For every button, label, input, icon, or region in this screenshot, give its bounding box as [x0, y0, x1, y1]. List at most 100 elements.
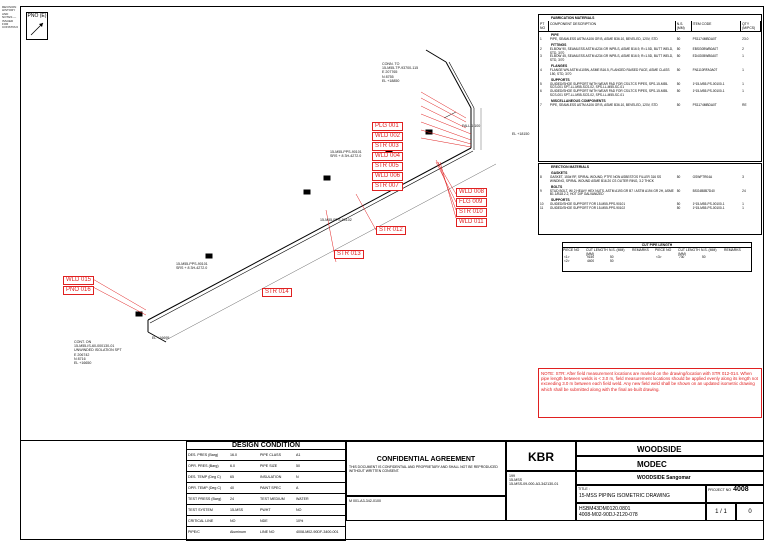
tag-wld-002[interactable]: WLD 002 [372, 132, 404, 141]
doc-no-cell: HSBM43DM0120.0801 4008-M02-90DJ-2120-078 [576, 503, 706, 521]
tag-wld-015[interactable]: WLD 015 [63, 276, 95, 285]
mto-cell: 3 [742, 175, 744, 179]
revision-no: 0 [736, 503, 764, 521]
cutlist-cell: <3> [656, 255, 662, 259]
mto-cell: 50 [676, 89, 681, 94]
cutlist-cell [678, 260, 701, 264]
mto-cell: 10 [540, 202, 544, 207]
confidential-title: CONFIDENTIAL AGREEMENT [376, 456, 476, 463]
tag-wld-011[interactable]: WLD 011 [456, 218, 488, 227]
tag-flg-009[interactable]: FLG 009 [456, 198, 488, 207]
mto-section-name: GASKETS [551, 171, 568, 175]
project-name: WOODSIDE Sangomar [637, 475, 691, 481]
tag-str-007[interactable]: STR 007 [372, 182, 404, 191]
mto-cell: PS1174MBDA0T [692, 102, 717, 107]
tag-str-010[interactable]: STR 010 [456, 208, 488, 217]
tag-str-003[interactable]: STR 003 [372, 142, 404, 151]
support-marker-1 [323, 175, 331, 181]
cutlist-cell [701, 260, 724, 264]
system-cell: 199 15-MSS 15-MSS-09-000-A3-342130-01 [506, 471, 576, 521]
mto-cell: 50 [676, 202, 681, 207]
tag-pno-016[interactable]: PNO 016 [63, 286, 95, 295]
design-cell: 65 [230, 475, 234, 479]
tag-wld-008[interactable]: WLD 008 [456, 188, 488, 197]
annotation-elevation-top: EL +18150 [512, 132, 530, 136]
cutlist-cell: <2> [564, 258, 570, 263]
mto-cell: 1 [742, 205, 744, 210]
design-cell: LINE NO [260, 530, 275, 534]
design-cell: TEST MEDIUM [260, 497, 285, 501]
cutlist-header-cell: PIECE NO [655, 248, 672, 252]
tag-stack-top: PLG 001 WLD 002 STR 003 WLD 004 STR 005 … [372, 122, 404, 192]
mto-cell: 24 [742, 188, 746, 193]
design-cell: INSULATION [260, 475, 282, 479]
mto-cell: 7 [540, 102, 542, 107]
fabrication-materials-table: FABRICATION MATERIALS PT NO COMPONENT DE… [538, 14, 762, 162]
client-doc-no: HSBM43DM0120.0801 [579, 506, 631, 512]
north-label: PNO (E) [27, 13, 47, 19]
annotation-support-2: 15-M55-PPS-90101 SRS + 8 3H-4272.0 [176, 262, 208, 271]
mto-cell: 1 [742, 81, 744, 86]
mto-cell: PIPE, SEAMLESS ASTM A106 GR B, ASME B36.… [549, 37, 658, 41]
tag-str-013[interactable]: STR 013 [334, 250, 364, 259]
mto-cell: FLANGE WN ASTM A105N, ASME B16.5, FLANGE… [549, 67, 670, 76]
drawing-sheet [20, 6, 764, 540]
mto-section-name: SUPPORTS [551, 198, 570, 203]
design-cell: NDE [260, 519, 268, 523]
mto-cell: 50 [676, 188, 681, 193]
mto-cell: ELBOW 45, SEAMLESS ASTM A234 GR WPB-S, A… [549, 54, 674, 63]
mto-cell: 50 [676, 102, 681, 107]
mto-section-name: FITTINGS [551, 42, 567, 47]
tag-wld-006[interactable]: WLD 006 [372, 172, 404, 181]
cutlist-header-cell: REMARKS [724, 248, 741, 252]
project-cell: WOODSIDE Sangomar [576, 471, 764, 485]
mto-cell: 2 [742, 46, 744, 51]
mto-cell: 3 [540, 54, 542, 59]
mto-cell: 1*15-M55-PS-00100-1 [692, 81, 725, 86]
woodside-logo: WOODSIDE [637, 445, 682, 454]
confidential-text: THIS DOCUMENT IS CONFIDENTIAL AND PROPRI… [349, 465, 498, 473]
mto-cell: 50 [676, 205, 681, 210]
design-cell: 6.0 [230, 464, 235, 468]
modec-logo: MODEC [637, 460, 667, 469]
tag-str-014[interactable]: STR 014 [262, 288, 292, 297]
title-label: TITLE : [578, 487, 590, 491]
mto-cell: 50 [676, 67, 681, 72]
design-cell: 40 [230, 486, 234, 490]
tag-plg-001[interactable]: PLG 001 [372, 122, 404, 131]
tag-str-005[interactable]: STR 005 [372, 162, 404, 171]
design-cell: 4008-M02-90DF-3400-001 [296, 530, 339, 534]
project-no: 4008 [733, 486, 749, 493]
mto-cell: 9 [540, 188, 542, 193]
mto-cell: BSG4B8B7D40 [692, 188, 715, 193]
tag-wld-004[interactable]: WLD 004 [372, 152, 404, 161]
mto-header-pt: PT NO [539, 21, 549, 31]
design-cell: DES. PRES (Barg) [188, 453, 219, 457]
design-cell: N [296, 475, 299, 479]
tag-str-012[interactable]: STR 012 [376, 226, 406, 235]
modec-logo-cell: MODEC [576, 456, 764, 471]
north-arrow-icon [30, 22, 44, 36]
design-cell: PIPE CLASS [260, 453, 281, 457]
mto-cell: RE [742, 102, 747, 107]
north-arrow: PNO (E) [26, 12, 48, 40]
design-cell: WATER [296, 497, 309, 501]
mto-cell: 1 [742, 89, 744, 94]
cutlist-cell: 50 [702, 255, 706, 259]
mto-section-name: MISCELLANEOUS COMPONENTS [551, 98, 606, 103]
mto-cell: 50 [676, 37, 681, 41]
mto-header-qty: QTY (M/PCS) [741, 21, 761, 31]
mto-cell: 23.0 [742, 37, 749, 41]
